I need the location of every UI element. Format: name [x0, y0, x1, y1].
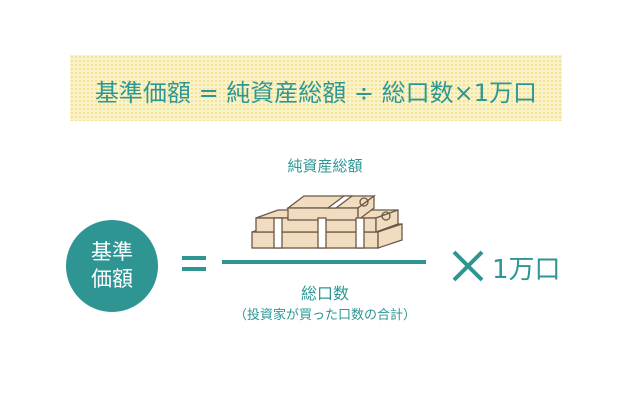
fraction-line — [222, 260, 426, 264]
denominator-label: 総口数 — [300, 284, 349, 303]
formula-banner: 基準価額 = 純資産総額 ÷ 総口数×1万口 — [70, 55, 562, 121]
numerator-label: 純資産総額 — [287, 157, 363, 175]
denominator-note: （投資家が買った口数の合計） — [233, 308, 416, 323]
lhs-line-1: 基準 — [91, 240, 133, 264]
base-price-circle: 基準価額 — [66, 220, 158, 312]
formula-title: 基準価額 = 純資産総額 ÷ 総口数×1万口 — [94, 79, 538, 107]
lhs-line-2: 価額 — [91, 267, 133, 291]
multiplier-label: 1万口 — [492, 255, 561, 285]
times-icon — [452, 250, 484, 282]
money-stack-icon — [251, 194, 403, 249]
equals-icon — [182, 256, 206, 278]
